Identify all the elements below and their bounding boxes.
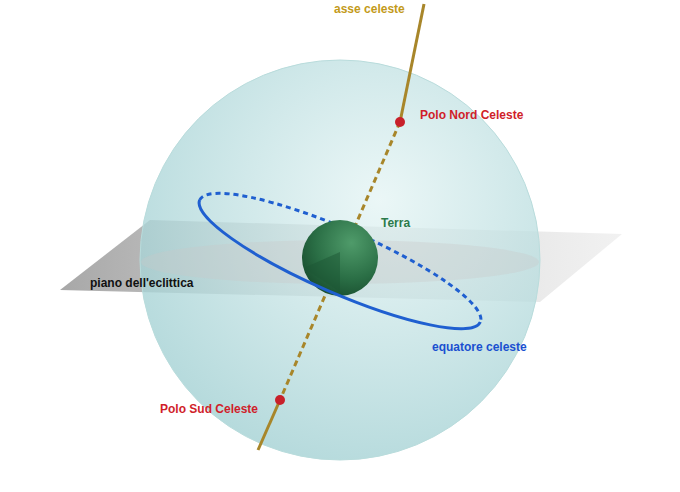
- pole-label: Polo Nord Celeste: [420, 108, 523, 122]
- pole-label: Polo Sud Celeste: [160, 402, 258, 416]
- axis-inside: [280, 122, 400, 400]
- equator-front: [187, 200, 480, 351]
- celestial-sphere: [140, 60, 540, 460]
- south-pole-point: [275, 395, 285, 405]
- equator-label: equatore celeste: [432, 340, 527, 354]
- axis-north: [400, 4, 424, 122]
- earth-label: Terra: [381, 216, 410, 230]
- north-pole-point: [395, 117, 405, 127]
- axis-label: asse celeste: [334, 2, 405, 16]
- plane-label: piano dell'eclittica: [90, 276, 194, 290]
- axis-south: [258, 400, 280, 450]
- earth-cut: [304, 252, 340, 292]
